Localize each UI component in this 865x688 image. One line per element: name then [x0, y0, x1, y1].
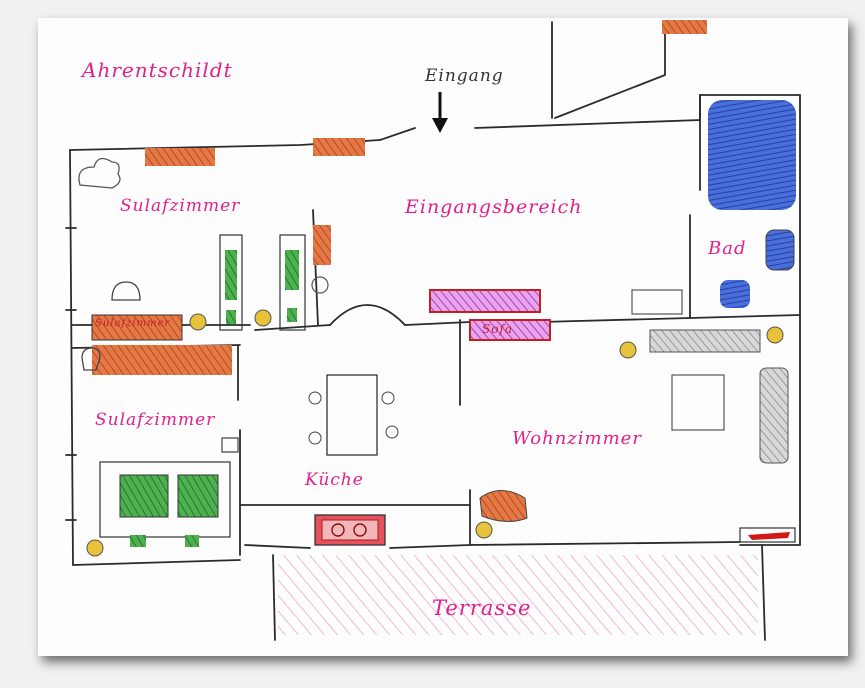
entrance-arrow-icon [432, 92, 448, 133]
lamp-icon-b [254, 309, 272, 327]
bath-furniture [631, 20, 796, 315]
wall-stub-a [312, 209, 471, 546]
couch-long [649, 329, 761, 353]
kitchen-label: Küche [305, 470, 364, 490]
shelf-a [219, 234, 243, 331]
bedroom-top-label: Sulafzimmer [120, 196, 241, 216]
lamp-icon-a [189, 313, 207, 331]
wardrobe-green-a [119, 474, 169, 518]
entrance-label: Eingang [425, 66, 504, 86]
bed-bottom [92, 345, 232, 375]
toilet [720, 280, 750, 308]
terrace-label: Terrasse [432, 596, 532, 620]
bedroom-bottom-furniture [81, 345, 239, 557]
stove-inner [321, 519, 379, 541]
wardrobe-green-b [177, 474, 219, 518]
wardrobe-frame [99, 461, 231, 538]
wall-tile [662, 20, 707, 34]
wall-bottom-right [469, 541, 801, 546]
wall-left-outer [69, 149, 74, 566]
door-marks [65, 227, 77, 521]
bed-note-label: Sulafzimmer [95, 318, 171, 329]
kitchen-arch [329, 304, 406, 326]
bin-icon [221, 437, 239, 453]
shelf-b-green [285, 250, 299, 290]
lamp-icon-f [475, 521, 493, 539]
wardrobe-top-b [313, 138, 365, 156]
sofa-note-label: Sofa [482, 322, 514, 336]
bed-top [91, 314, 183, 341]
terrace-area [278, 555, 758, 635]
lamp-icon-c [86, 539, 104, 557]
shelf-a-green [225, 250, 237, 300]
shelf-a-green-small [226, 310, 236, 324]
wall-bath [689, 94, 701, 319]
wall-top-mid [379, 94, 701, 141]
entrance-furniture [429, 289, 551, 341]
shelf-b [279, 234, 306, 331]
entrance-area-label: Eingangsbereich [405, 196, 583, 218]
bath-counter [631, 289, 683, 315]
wardrobe-green-small-a [130, 535, 146, 547]
cloud-plant-icon [78, 157, 121, 189]
wardrobe-top-a [145, 148, 215, 166]
wall-terrace-left [272, 554, 276, 641]
kitchen-furniture [308, 374, 399, 546]
living-furniture [475, 326, 796, 543]
living-label: Wohnzimmer [512, 428, 642, 449]
bedroom-top-furniture [78, 138, 365, 341]
stove-burner-2 [353, 523, 367, 537]
dining-chair-4 [385, 425, 399, 439]
dining-chair-3 [381, 391, 395, 405]
stove-burner-1 [331, 523, 345, 537]
armchair [479, 490, 528, 522]
shelf-c-red [313, 225, 331, 265]
plant-pot-icon [311, 276, 329, 294]
lamp-icon-e [766, 326, 784, 344]
fireplace [739, 527, 796, 543]
chair-icon [111, 281, 141, 301]
wall-bottom-kitchen [239, 504, 471, 549]
sofa-bottom [469, 319, 551, 341]
wardrobe-green-small-b [185, 535, 199, 547]
lamp-icon-d [619, 341, 637, 359]
chair-icon-b [81, 347, 101, 371]
wall-bedroom-bottom-right [237, 344, 241, 556]
fireplace-fire [748, 532, 790, 540]
sofa-top [429, 289, 541, 313]
wall-bottom-left [72, 559, 241, 566]
coffee-table [671, 374, 725, 431]
wall-north-stub [551, 21, 666, 119]
couch-side [759, 367, 789, 464]
bedroom-bottom-label: Sulafzimmer [95, 410, 216, 430]
wall-terrace-right [761, 544, 766, 641]
bath-label: Bad [708, 238, 747, 259]
shelf-b-green-small [287, 308, 297, 322]
dining-chair-1 [308, 391, 322, 405]
dining-table [326, 374, 378, 456]
owner-label: Ahrentschildt [82, 58, 233, 82]
dining-chair-2 [308, 431, 322, 445]
shower [708, 100, 796, 210]
sink [765, 229, 795, 271]
